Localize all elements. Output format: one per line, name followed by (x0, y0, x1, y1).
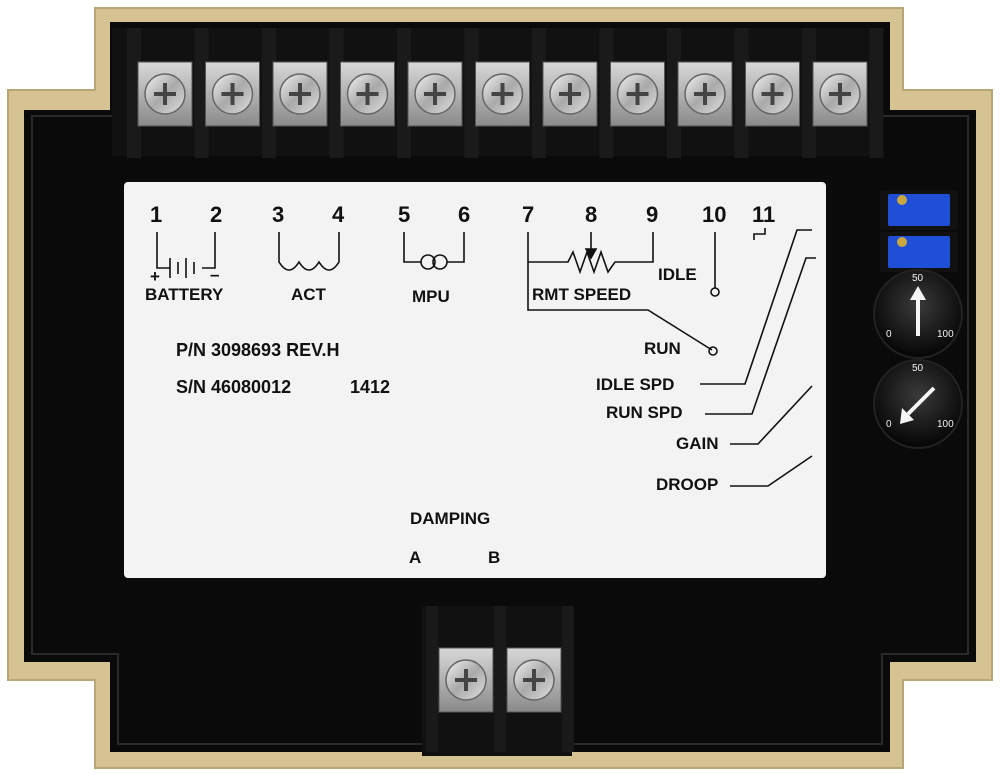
date-code: 1412 (350, 377, 391, 397)
label-plate (124, 182, 826, 578)
terminal-divider (494, 606, 506, 752)
terminal-2: 2 (210, 202, 223, 227)
bottom-terminal-block (422, 606, 574, 756)
schematic-lines (156, 228, 816, 487)
terminal-divider (562, 606, 574, 752)
terminal-1: 1 (150, 202, 163, 227)
terminal-8: 8 (585, 202, 598, 227)
label-act: ACT (291, 285, 326, 304)
terminal-screw (745, 61, 800, 127)
terminal-divider (869, 28, 884, 158)
terminal-screw (475, 61, 530, 127)
label-idle: IDLE (658, 265, 697, 284)
label-damping: DAMPING (410, 509, 491, 528)
trimpot-run-speed (880, 232, 958, 272)
terminal-screw (542, 61, 598, 127)
terminal-screw (610, 61, 665, 127)
label-mpu: MPU (412, 287, 450, 306)
terminal-5: 5 (398, 202, 411, 227)
label-idle-spd: IDLE SPD (596, 375, 675, 394)
terminal-11: 11 (752, 202, 776, 227)
terminal-screw (677, 61, 733, 127)
dial-droop (873, 359, 963, 449)
dial-droop-0: 0 (886, 419, 892, 430)
serial-number: S/N 46080012 (176, 377, 292, 397)
dial-gain-100: 100 (937, 329, 954, 340)
terminal-screw (272, 61, 328, 127)
battery-minus: – (210, 265, 220, 284)
trimpot-idle-speed (880, 190, 958, 230)
terminal-6: 6 (458, 202, 471, 227)
terminal-screw (137, 61, 193, 127)
terminal-screw (340, 61, 395, 127)
dial-gain-50: 50 (912, 273, 924, 284)
dial-droop-50: 50 (912, 363, 924, 374)
label-battery: BATTERY (145, 285, 224, 304)
terminal-divider (426, 606, 438, 752)
terminal-9: 9 (646, 202, 659, 227)
damping-screw-a (438, 647, 494, 713)
label-run-spd: RUN SPD (606, 403, 683, 422)
terminal-7: 7 (522, 202, 535, 227)
terminal-screw (812, 61, 868, 127)
label-rmt-speed: RMT SPEED (532, 285, 632, 304)
dial-gain-0: 0 (886, 329, 892, 340)
label-damping-a: A (409, 548, 422, 567)
battery-plus: + (150, 267, 160, 286)
label-damping-b: B (488, 548, 501, 567)
label-run: RUN (644, 339, 681, 358)
part-number: P/N 3098693 REV.H (176, 340, 340, 360)
terminal-10: 10 (702, 202, 727, 227)
terminal-screw (407, 61, 463, 127)
damping-screw-b (506, 647, 562, 713)
terminal-screw (205, 61, 260, 127)
label-droop: DROOP (656, 475, 719, 494)
dial-droop-100: 100 (937, 419, 954, 430)
terminal-3: 3 (272, 202, 285, 227)
top-terminal-block (112, 28, 884, 158)
terminal-4: 4 (332, 202, 345, 227)
dial-gain (873, 269, 963, 359)
label-gain: GAIN (676, 434, 719, 453)
